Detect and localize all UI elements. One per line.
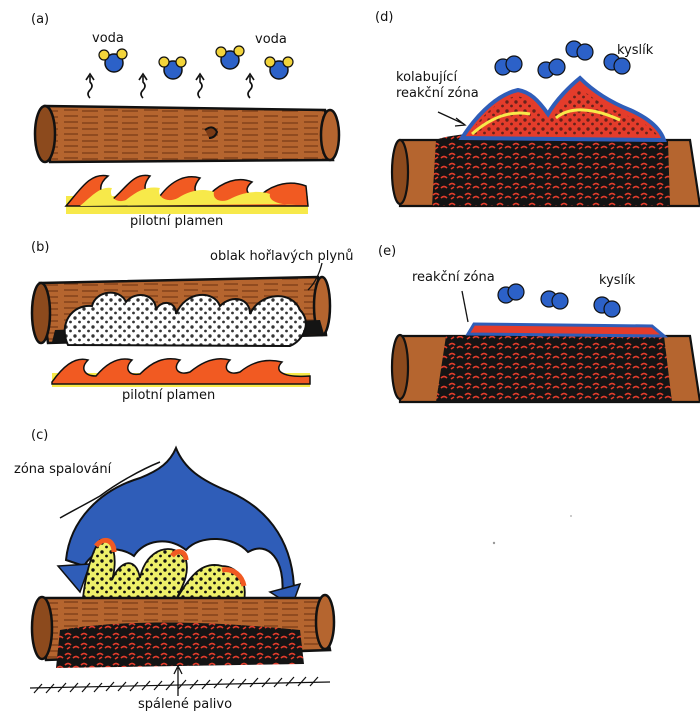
- collapsing-reaction-zone: [462, 78, 664, 140]
- panel-a-letter: (a): [31, 12, 49, 27]
- ground-hatching: [30, 677, 330, 693]
- water-label: voda: [92, 31, 124, 46]
- wood-log: [32, 595, 334, 668]
- combustion-zone-label: zóna spalování: [14, 462, 111, 477]
- panel-a: [35, 46, 339, 214]
- oxygen-molecule: [594, 297, 620, 317]
- oxygen-label: kyslík: [617, 43, 653, 58]
- panel-b-letter: (b): [31, 240, 49, 255]
- panel-c-letter: (c): [31, 428, 48, 443]
- collapsing-zone-label-line2: reakční zóna: [396, 86, 479, 101]
- leader-arrow: [174, 666, 182, 696]
- oxygen-molecule: [541, 291, 568, 309]
- reaction-zone: [468, 324, 664, 336]
- gas-cloud-label: oblak hořlavých plynů: [210, 249, 354, 264]
- panel-b: [32, 263, 330, 387]
- pilot-flame: [52, 359, 310, 387]
- char-log: [392, 131, 700, 206]
- water-molecule: [216, 46, 244, 69]
- pilot-flame: [66, 175, 308, 214]
- pilot-flame-label: pilotní plamen: [130, 214, 223, 229]
- panel-c: [30, 448, 334, 696]
- leader-line: [462, 291, 468, 322]
- water-label: voda: [255, 32, 287, 47]
- pilot-flame-label: pilotní plamen: [122, 388, 215, 403]
- scan-speck: [570, 515, 572, 517]
- leader-arrow: [438, 112, 465, 126]
- char-log: [392, 335, 700, 402]
- collapsing-zone-label-line1: kolabující: [396, 70, 457, 85]
- panel-e: [392, 284, 700, 402]
- reaction-zone-label: reakční zóna: [412, 270, 495, 285]
- burnt-fuel-label: spálené palivo: [138, 697, 232, 712]
- water-molecule: [265, 57, 293, 79]
- oxygen-molecule: [538, 59, 565, 78]
- water-molecule: [159, 57, 186, 79]
- oxygen-molecule: [566, 41, 593, 60]
- oxygen-molecule: [498, 284, 524, 303]
- flammable-gas-cloud: [65, 293, 306, 346]
- wood-log: [35, 106, 339, 162]
- panel-d-letter: (d): [375, 10, 393, 25]
- panel-e-letter: (e): [378, 244, 396, 259]
- oxygen-label: kyslík: [599, 273, 635, 288]
- scan-speck: [493, 542, 495, 544]
- panel-d: [392, 41, 700, 206]
- water-molecule: [99, 49, 127, 72]
- oxygen-molecule: [495, 56, 522, 75]
